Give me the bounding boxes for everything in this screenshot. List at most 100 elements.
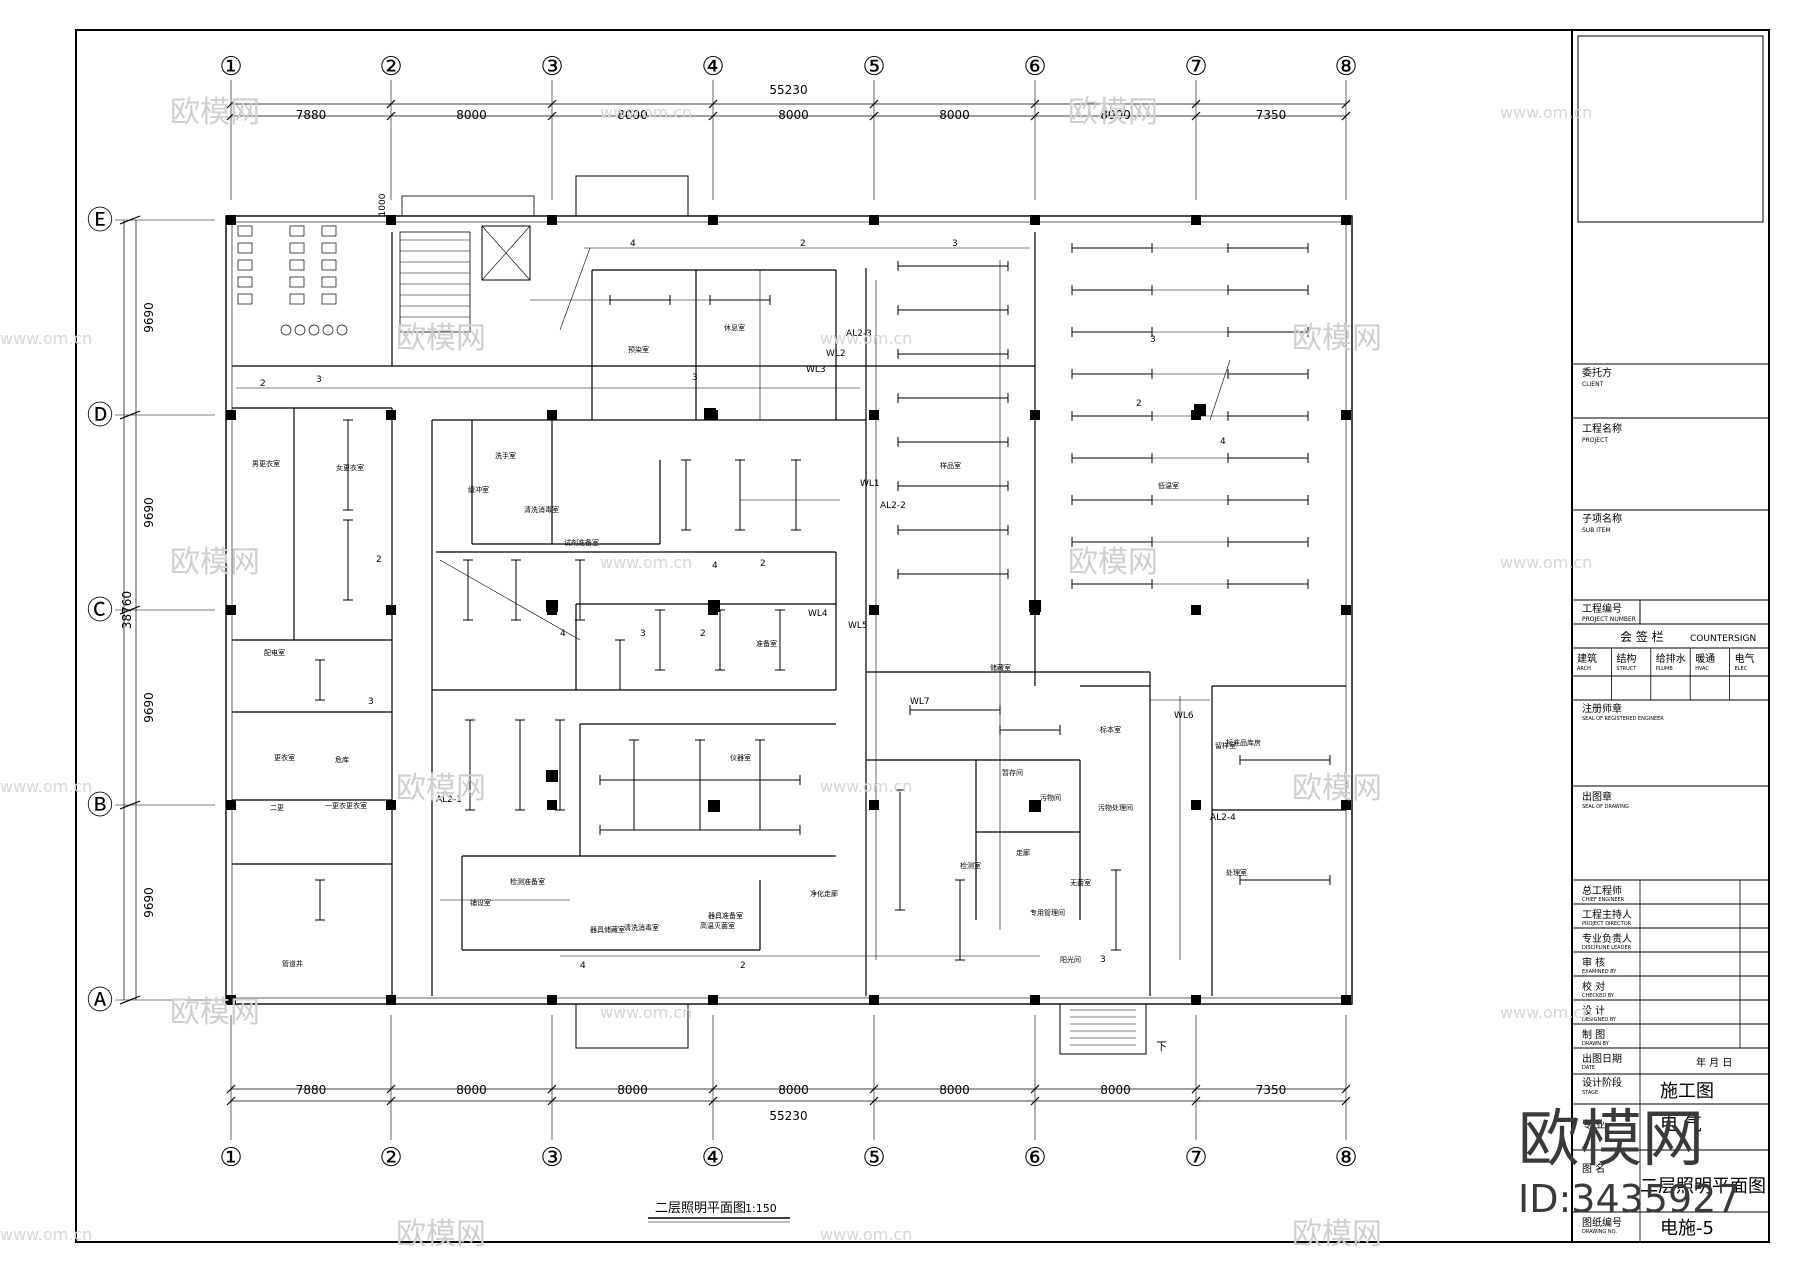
room-label: 男更衣室 [252,459,280,468]
role-label: 校 对 [1582,980,1605,993]
dim-x: 7880 [296,1083,327,1097]
wire-count: 3 [1100,955,1106,965]
room-label: 无菌室 [1070,878,1091,887]
room-label: 储藏室 [990,663,1011,672]
dim-x: 8000 [456,108,487,122]
watermark-brand: 欧模网 [170,95,260,130]
discipline-cell: 建筑 [1577,652,1597,665]
discipline: 电 气 [1660,1114,1702,1135]
discipline-cell: 电气 [1735,652,1755,665]
circuit-label: WL5 [848,621,868,631]
wire-count: 2 [800,239,806,249]
room-label: 仪器室 [730,753,751,762]
axis-label-x: ⑤ [862,1143,885,1173]
wire-count: 3 [692,373,698,383]
room-label: 暂存间 [1002,768,1023,777]
wire-count: 2 [760,559,766,569]
stamp-label-en: SEAL OF REGISTERED ENGINEER [1582,716,1664,722]
room-label: 检测准备室 [510,877,545,886]
dim-x: 8000 [1100,108,1131,122]
design-stage: 施工图 [1660,1081,1714,1102]
watermarks: 欧模网欧模网欧模网欧模网欧模网欧模网欧模网欧模网欧模网欧模网欧模网www.om.… [0,95,1741,1252]
dim-x: 8000 [617,108,648,122]
wire-count: 3 [316,375,322,385]
room-label: 女更衣室 [336,463,364,472]
project-no-label-en: PROJECT NUMBER [1582,616,1636,623]
watermark-brand-large: 欧模网 [1518,1102,1704,1175]
circuit-label: AL2-1 [436,795,462,805]
drawing-title: 二层照明平面图 [655,1201,746,1216]
axis-label-x: ① [219,1143,242,1173]
wire-count: 4 [1220,437,1226,447]
room-label: 标准品库房 [1226,738,1261,747]
circuit-label: WL7 [910,697,930,707]
dim-y: 9690 [142,692,156,723]
room-label: 净化走廊 [810,889,838,898]
circuit-label: WL4 [808,609,828,619]
wire-count: 3 [368,697,374,707]
dim-x: 8000 [1100,1083,1131,1097]
role-label-en: DISCIPLINE LEADER [1582,945,1632,951]
date-units: 年 月 日 [1696,1056,1732,1069]
room-label: 器具准备室 [708,911,743,920]
role-label: 审 核 [1582,956,1605,969]
axis-label-x: ③ [540,1143,563,1173]
room-label: 走廊 [1016,848,1030,857]
dim-small: 1000 [378,193,388,216]
watermark-id: ID:3435927 [1518,1177,1741,1221]
project-label-en: PROJECT [1582,437,1608,444]
drawing-no: 电施-5 [1660,1218,1714,1239]
room-label: 准备室 [756,639,777,648]
watermark-url: www.om.cn [1500,103,1592,122]
discipline-cell: 暖通 [1695,652,1715,665]
role-label: 制 图 [1582,1028,1605,1041]
circuit-label: WL1 [860,479,880,489]
wire-count: 2 [740,961,746,971]
drawing-scale: 1:150 [745,1202,777,1215]
countersign-label: 会 签 栏 [1620,629,1664,644]
room-label: 配电室 [264,648,285,657]
room-label: 高温灭菌室 [700,921,735,930]
circuit-label: AL2-4 [1210,813,1236,823]
stair-down-label: 下 [1156,1040,1167,1053]
watermark-url: www.om.cn [1500,553,1592,572]
wire-count: 2 [260,379,266,389]
circuit-label: AL2-3 [846,329,872,339]
design-stage-label: 设计阶段 [1582,1076,1622,1089]
dim-x: 8000 [939,1083,970,1097]
dim-y: 9690 [142,887,156,918]
drawing-name: 二层照明平面图 [1640,1176,1766,1197]
axis-label-x: ② [379,52,402,82]
room-label: 标本室 [1100,725,1121,734]
circuit-label: WL3 [806,365,826,375]
dim-x: 8000 [456,1083,487,1097]
room-label: 试剂准备室 [564,538,599,547]
dim-x: 8000 [778,108,809,122]
watermark-brand: 欧模网 [170,545,260,580]
axis-label-x: ② [379,1143,402,1173]
room-label: 专用管理间 [1030,908,1065,917]
room-label: 处理室 [1226,868,1247,877]
room-label: 管道井 [282,959,303,968]
role-label-en: CHECKED BY [1582,993,1615,999]
axis-label-x: ⑦ [1184,52,1207,82]
sheet-border [75,29,1770,1243]
watermark-brand: 欧模网 [396,321,486,356]
axis-label-x: ③ [540,52,563,82]
watermark-brand: 欧模网 [1292,321,1382,356]
axis-label-x: ⑥ [1023,1143,1046,1173]
discipline-cell-en: ELEC [1735,666,1748,672]
drawing-no-label-en: DRAWING NO. [1582,1229,1617,1235]
role-label: 出图日期 [1582,1052,1622,1065]
role-label-en: PROJECT DIRECTOR [1582,921,1632,927]
axis-label-x: ⑤ [862,52,885,82]
room-label: 二更 [270,804,284,812]
room-label: 留样室 [1215,741,1236,750]
circuit-label: AL2-2 [880,501,906,511]
role-label-en: DATE [1582,1065,1595,1071]
dim-x: 7350 [1256,1083,1287,1097]
dim-x: 7350 [1256,108,1287,122]
wire-count: 2 [376,555,382,565]
room-label: 低温室 [1158,481,1179,490]
